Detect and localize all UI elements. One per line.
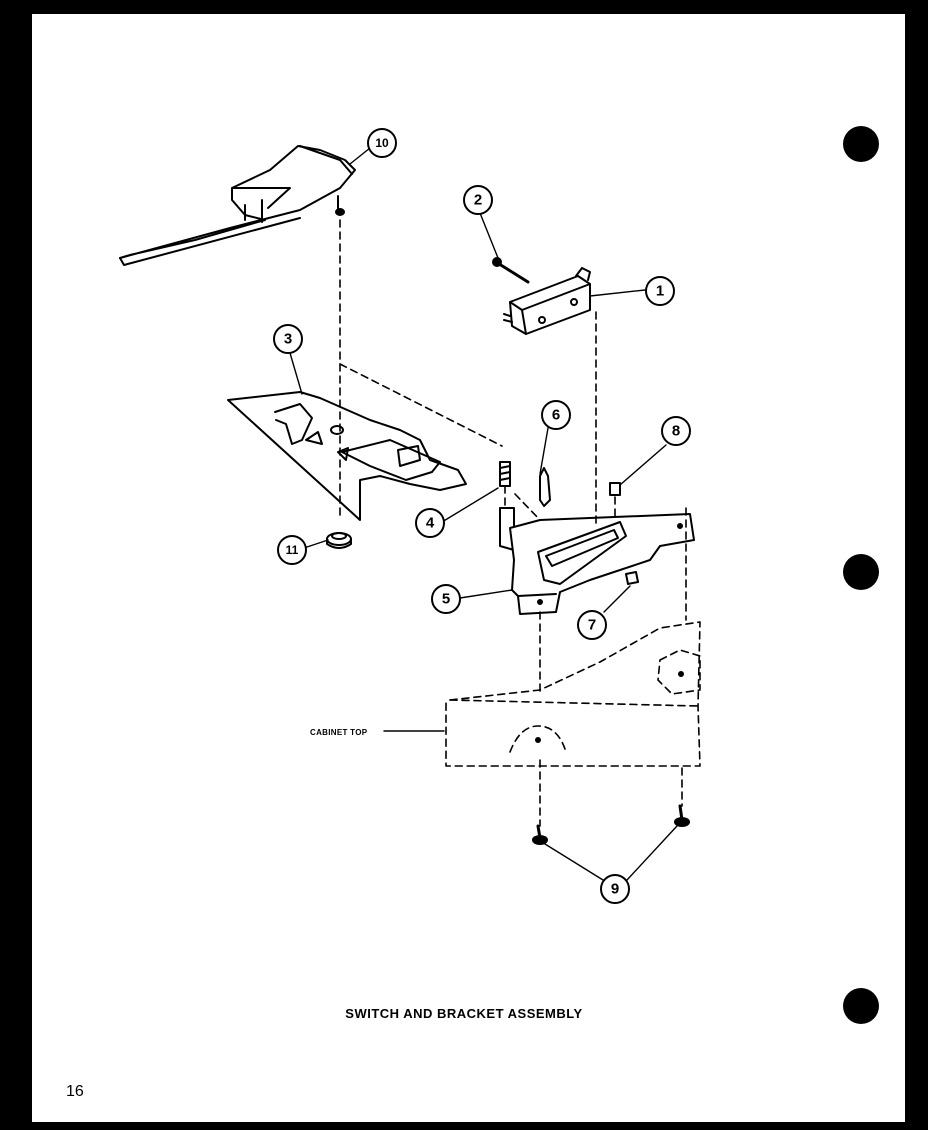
callout-2-label: 2 xyxy=(474,192,482,209)
part-9-screws xyxy=(532,804,690,845)
part-11-grommet xyxy=(326,532,352,549)
callout-3-label: 3 xyxy=(284,331,292,348)
callout-8: 8 xyxy=(661,416,691,446)
part-2-screw xyxy=(492,257,530,284)
callout-11-label: 11 xyxy=(286,543,299,557)
callout-leaders xyxy=(289,147,678,881)
callout-4: 4 xyxy=(415,508,445,538)
part-7-cap xyxy=(625,571,639,585)
binder-hole-bottom xyxy=(843,988,879,1024)
assembly-guide-lines xyxy=(339,219,687,827)
callout-10-label: 10 xyxy=(375,136,389,150)
part-6-clip xyxy=(539,467,551,507)
callout-1-label: 1 xyxy=(656,283,664,300)
callout-8-label: 8 xyxy=(672,423,680,440)
cabinet-top-label: CABINET TOP xyxy=(310,728,368,737)
part-5-bracket xyxy=(499,507,695,615)
binder-hole-top xyxy=(843,126,879,162)
cabinet-top-outline xyxy=(445,621,701,767)
callout-7: 7 xyxy=(577,610,607,640)
callout-5-label: 5 xyxy=(442,591,450,608)
callout-6-label: 6 xyxy=(552,407,560,424)
callout-3: 3 xyxy=(273,324,303,354)
callout-7-label: 7 xyxy=(588,617,596,634)
part-8-clip xyxy=(609,482,621,496)
callout-6: 6 xyxy=(541,400,571,430)
callout-10: 10 xyxy=(367,128,397,158)
part-10-lever xyxy=(119,145,356,266)
diagram-caption: SWITCH AND BRACKET ASSEMBLY xyxy=(345,1006,583,1021)
callout-9: 9 xyxy=(600,874,630,904)
part-3-bracket xyxy=(227,391,467,521)
callout-4-label: 4 xyxy=(426,515,435,532)
callout-11: 11 xyxy=(277,535,307,565)
callouts: 1 2 3 4 5 6 7 8 xyxy=(273,128,691,904)
page-number: 16 xyxy=(66,1083,84,1100)
callout-1: 1 xyxy=(645,276,675,306)
callout-9-label: 9 xyxy=(611,881,619,898)
callout-2: 2 xyxy=(463,185,493,215)
part-4-spring xyxy=(499,461,511,487)
callout-5: 5 xyxy=(431,584,461,614)
part-1-switch xyxy=(503,267,591,335)
binder-hole-middle xyxy=(843,554,879,590)
